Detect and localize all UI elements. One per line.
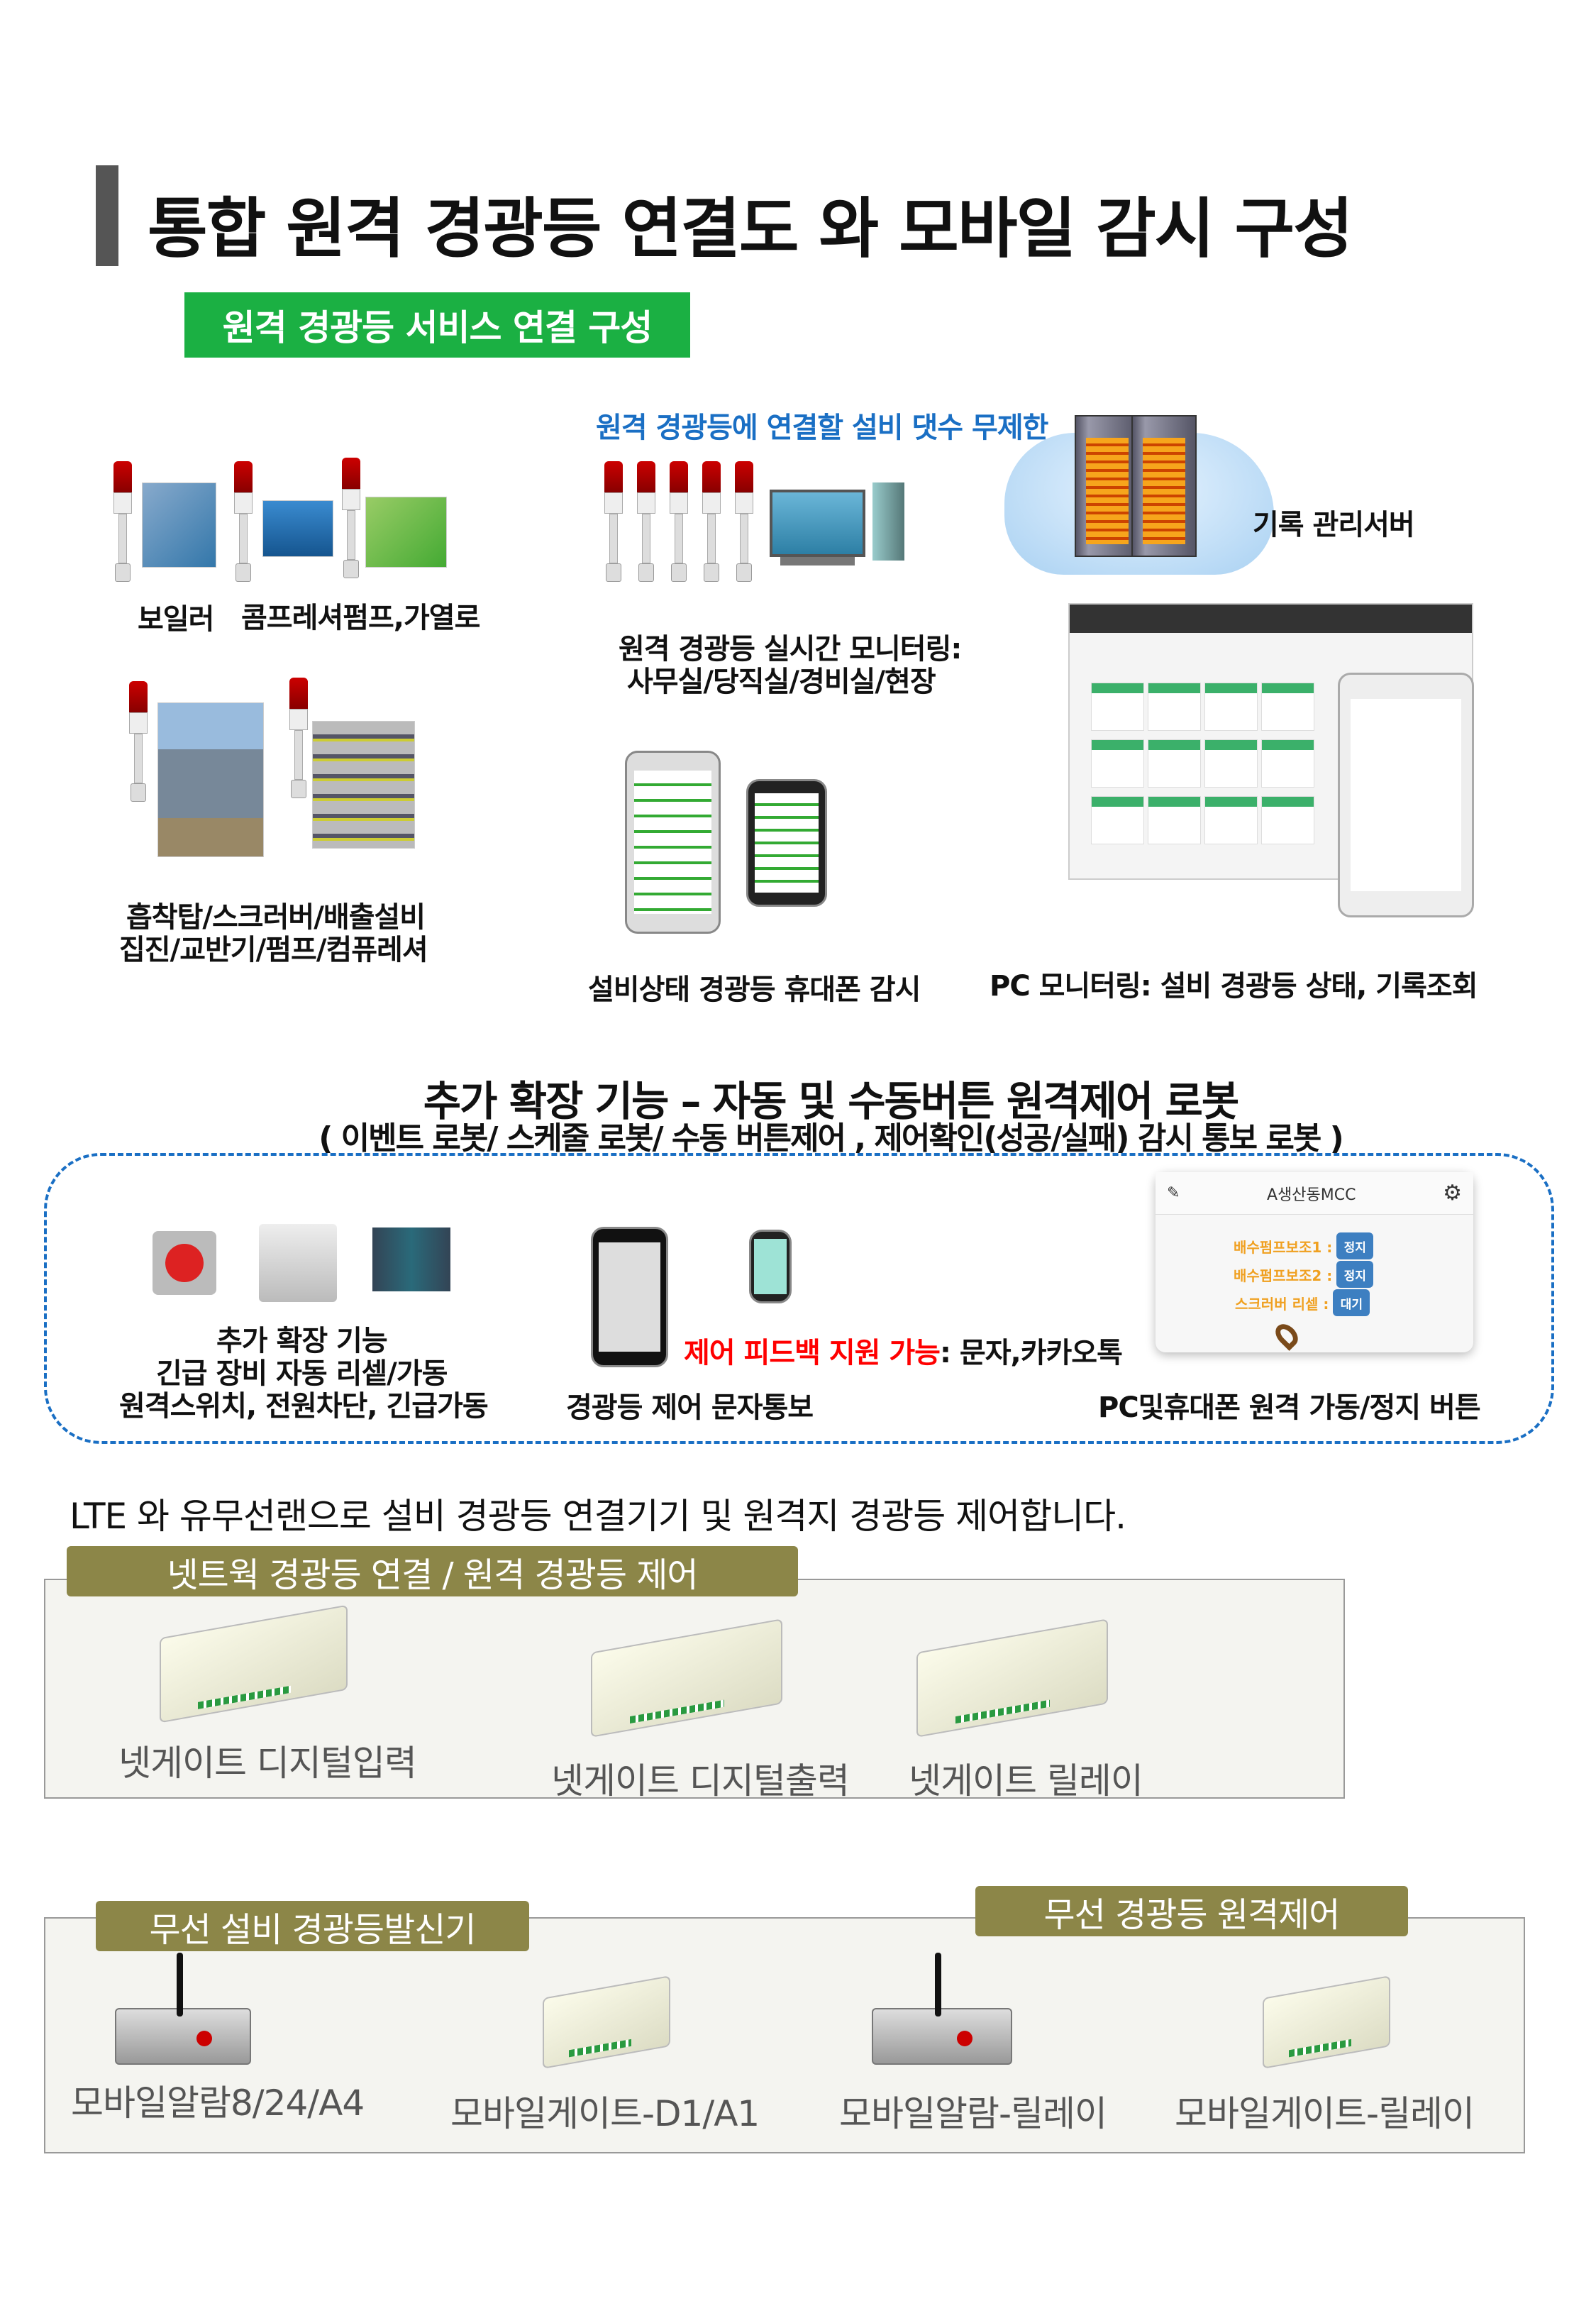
emergency-button-icon <box>153 1231 216 1295</box>
wireless-control-tab: 무선 경광등 원격제어 <box>975 1886 1408 1936</box>
keyboard-icon <box>780 557 855 566</box>
location-pin-icon <box>1271 1320 1302 1351</box>
warning-light-icon <box>604 461 623 582</box>
compressor-image <box>262 500 333 557</box>
mobile-gate-label: 모바일게이트-D1/A1 <box>450 2093 760 2134</box>
pc-monitor-label: PC 모니터링: 설비 경광등 상태, 기록조회 <box>990 970 1478 1003</box>
mobile-alarm-device-image <box>115 1953 251 2065</box>
section-badge: 원격 경광등 서비스 연결 구성 <box>184 292 690 358</box>
mcc-title: A생산동MCC <box>1267 1186 1356 1204</box>
mobile-alarm-relay-label: 모바일알람-릴레이 <box>839 2093 1107 2134</box>
compressor-label: 콤프레셔펌프,가열로 <box>241 602 480 634</box>
mcc-row-label: 배수펌프보조2 : <box>1234 1267 1333 1284</box>
stop-button[interactable]: 정지 <box>1336 1232 1374 1259</box>
feedback-red: 제어 피드백 지원 가능 <box>684 1337 941 1369</box>
unlimited-note: 원격 경광등에 연결할 설비 댓수 무제한 <box>596 412 1048 444</box>
plc-icon <box>372 1228 450 1291</box>
wireless-transmitter-tab: 무선 설비 경광등발신기 <box>96 1901 529 1951</box>
extension-dashed-box <box>44 1153 1554 1444</box>
stop-button[interactable]: 정지 <box>1336 1261 1374 1288</box>
mcc-row-label: 스크러버 리셑 : <box>1235 1295 1329 1313</box>
warning-light-icon <box>289 678 308 798</box>
mobile-gate-relay-label: 모바일게이트-릴레이 <box>1175 2093 1475 2134</box>
warning-light-icon <box>702 461 721 582</box>
boiler-label: 보일러 <box>138 603 214 636</box>
ext-label-1: 추가 확장 기능 <box>216 1325 388 1357</box>
smartphone-image <box>746 779 827 907</box>
page-title: 통합 원격 경광등 연결도 와 모바일 감시 구성 <box>148 191 1353 267</box>
server-icon <box>1131 415 1197 557</box>
control-panel-image <box>312 721 415 849</box>
netgate-relay-label: 넷게이트 릴레이 <box>909 1760 1143 1802</box>
feedback-text: 제어 피드백 지원 가능: 문자,카카오톡 <box>684 1330 1123 1371</box>
furnace-image <box>365 497 447 568</box>
server-label: 기록 관리서버 <box>1253 509 1415 541</box>
contactor-icon <box>259 1224 337 1302</box>
scrubber-image <box>157 702 264 857</box>
netgate-digital-input-label: 넷게이트 디지털입력 <box>118 1743 417 1784</box>
edit-icon[interactable]: ✎ <box>1167 1184 1180 1202</box>
kakao-phone-image <box>749 1230 792 1303</box>
mobile-alarm-relay-device-image <box>872 1953 1012 2065</box>
ext-label-3: 원격스위치, 전원차단, 긴급가동 <box>119 1390 489 1423</box>
netgate-digital-output-label: 넷게이트 디지털출력 <box>551 1760 850 1802</box>
sms-label: 경광등 제어 문자통보 <box>566 1391 814 1424</box>
warning-light-icon <box>113 461 132 582</box>
network-group-tab: 넷트웍 경광등 연결 / 원격 경광등 제어 <box>67 1546 798 1596</box>
ext-label-2: 긴급 장비 자동 리셑/가동 <box>156 1357 448 1390</box>
title-accent-bar <box>96 165 118 266</box>
mobile-alarm-label: 모바일알람8/24/A4 <box>71 2082 365 2124</box>
mcc-control-panel: ✎ A생산동MCC ⚙ 배수펌프보조1 :정지 배수펌프보조2 :정지 스크러버 리… <box>1156 1172 1473 1352</box>
extension-subheading: ( 이벤트 로봇/ 스케줄 로봇/ 수동 버튼제어 , 제어확인(성공/실패) … <box>318 1120 1344 1157</box>
feedback-channels: : 문자,카카오톡 <box>939 1337 1123 1369</box>
warning-light-icon <box>234 461 253 582</box>
monitoring-label-2: 사무실/당직실/경비실/현장 <box>627 666 936 698</box>
extension-heading: 추가 확장 기능 – 자동 및 수동버튼 원격제어 로봇 <box>423 1077 1239 1125</box>
warning-light-icon <box>129 681 148 802</box>
server-icon <box>1075 415 1140 557</box>
standby-button[interactable]: 대기 <box>1333 1289 1370 1316</box>
pc-tower-icon <box>872 482 904 561</box>
pc-button-label: PC및휴대폰 원격 가동/정지 버튼 <box>1098 1391 1481 1424</box>
mcc-row-label: 배수펌프보조1 : <box>1234 1238 1333 1256</box>
gear-icon[interactable]: ⚙ <box>1443 1181 1462 1206</box>
lte-description: LTE 와 유무선랜으로 설비 경광등 연결기기 및 원격지 경광등 제어합니다… <box>70 1496 1126 1537</box>
phone-overlay-image <box>1338 673 1474 917</box>
warning-light-icon <box>670 461 688 582</box>
scrubber-label-2: 집진/교반기/펌프/컴퓨레셔 <box>119 934 428 966</box>
monitor-icon <box>770 490 865 557</box>
smartphone-image <box>625 751 721 934</box>
monitoring-label-1: 원격 경광등 실시간 모니터링: <box>619 633 962 666</box>
warning-light-icon <box>342 458 360 578</box>
warning-light-icon <box>637 461 655 582</box>
warning-light-icon <box>735 461 753 582</box>
scrubber-label-1: 흡착탑/스크러버/배출설비 <box>126 901 426 934</box>
phone-monitor-label: 설비상태 경광등 휴대폰 감시 <box>588 973 921 1006</box>
boiler-image <box>142 482 216 568</box>
sms-phone-image <box>591 1227 668 1367</box>
